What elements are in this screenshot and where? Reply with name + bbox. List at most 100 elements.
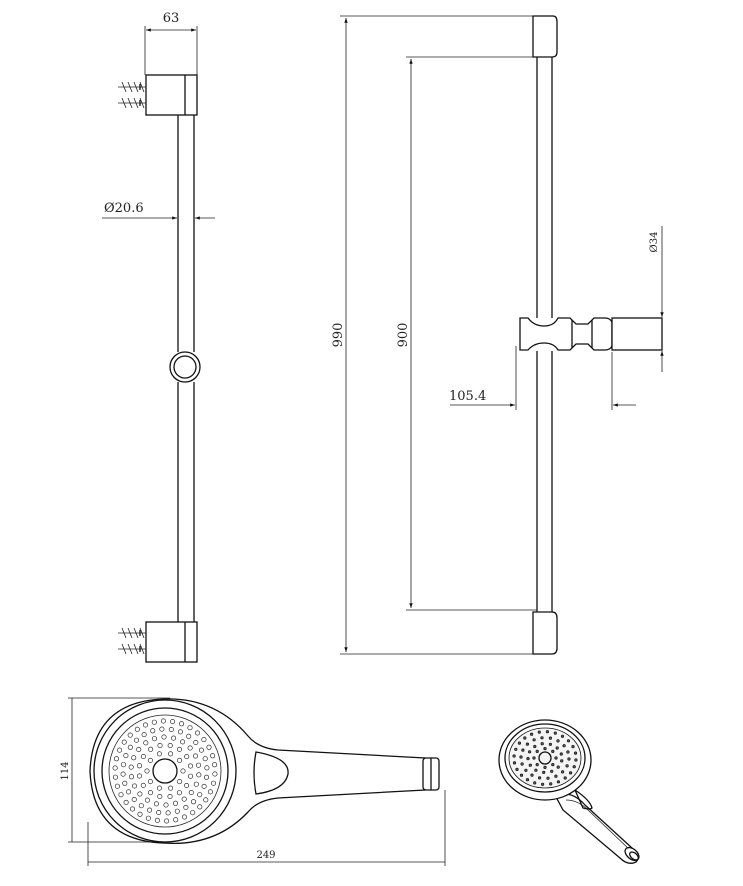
spray-nozzle (156, 785, 162, 791)
spray-nozzle (164, 818, 170, 824)
spray-nozzle (130, 806, 136, 812)
top-screw-2 (118, 97, 146, 109)
spray-nozzle (154, 817, 160, 823)
spray-nozzle (177, 779, 183, 785)
spray-nozzle (560, 759, 564, 763)
spray-nozzle (193, 781, 199, 787)
spray-nozzle (514, 747, 518, 751)
spray-nozzle (555, 746, 559, 750)
spray-nozzle (156, 751, 162, 757)
spray-nozzle (195, 730, 201, 736)
spray-nozzle (198, 747, 204, 753)
overall-length-label: 990 (331, 323, 346, 348)
spray-nozzle (141, 732, 147, 738)
spray-nozzle (201, 783, 207, 789)
spray-nozzle (173, 800, 179, 806)
spray-nozzle (128, 764, 134, 770)
spray-nozzle (560, 734, 565, 738)
spray-nozzle (529, 732, 534, 736)
spray-nozzle (148, 790, 154, 796)
spray-nozzle (168, 785, 174, 791)
spray-nozzle (144, 768, 150, 774)
spray-nozzle (127, 744, 133, 750)
spray-nozzle (203, 797, 209, 803)
inner-length-label: 900 (396, 323, 411, 348)
spray-nozzle (548, 742, 553, 746)
spray-nozzle (551, 749, 555, 754)
spray-nozzle (527, 750, 532, 754)
spray-nozzle (202, 756, 208, 762)
spray-nozzle (556, 780, 561, 784)
spray-nozzle (137, 811, 143, 817)
spray-nozzle (118, 792, 124, 798)
spray-nozzle (566, 750, 570, 754)
spray-nozzle (196, 762, 202, 768)
top-bracket (118, 74, 198, 116)
spray-nozzle (183, 804, 189, 810)
spray-nozzle (562, 744, 566, 748)
spray-nozzles-top-view (112, 718, 218, 824)
spray-nozzle (163, 802, 169, 808)
spray-nozzle (179, 721, 185, 727)
spray-nozzle (520, 762, 524, 766)
dimension-overall-length: 990 (331, 15, 535, 655)
spray-nozzle (521, 748, 525, 752)
spray-nozzle (549, 782, 553, 786)
spray-nozzle (551, 762, 555, 767)
spray-nozzle (131, 755, 137, 761)
spray-nozzle (143, 722, 149, 728)
spray-nozzle (535, 749, 539, 754)
spray-nozzle (554, 756, 558, 760)
spray-nozzle (537, 776, 542, 780)
spray-nozzle (190, 810, 196, 816)
spray-nozzle (160, 718, 166, 724)
spray-nozzle (167, 793, 173, 799)
spray-nozzle (143, 740, 149, 746)
spray-nozzles-perspective (512, 730, 578, 786)
spray-nozzle (120, 771, 126, 777)
spray-nozzle (168, 751, 174, 757)
spray-nozzle (114, 756, 120, 762)
spray-nozzle (186, 733, 192, 739)
spray-nozzle (567, 757, 571, 761)
spray-nozzle (182, 814, 188, 820)
spray-nozzle (563, 776, 567, 780)
spray-nozzle (187, 745, 193, 751)
spray-nozzle (545, 730, 550, 734)
spray-nozzle (174, 808, 180, 814)
spray-nozzle (573, 751, 578, 755)
spray-nozzle (148, 746, 154, 752)
spray-nozzle (574, 758, 578, 762)
spray-nozzle (546, 776, 550, 780)
spray-nozzle (184, 754, 190, 760)
spray-nozzle (140, 782, 146, 788)
hand-shower-perspective-view (498, 719, 640, 864)
spray-nozzle (147, 807, 153, 813)
spray-nozzle (212, 762, 218, 768)
spray-nozzle (131, 796, 137, 802)
spray-nozzle (512, 761, 517, 765)
spray-nozzle (167, 742, 173, 748)
spray-nozzle (512, 754, 516, 758)
spray-nozzle (523, 736, 527, 740)
spray-nozzle (204, 765, 210, 771)
spray-nozzle (129, 774, 135, 780)
spray-nozzle (170, 719, 176, 725)
spray-nozzle (525, 778, 530, 782)
rail-tube-front (536, 57, 553, 612)
spray-nozzle (152, 736, 158, 742)
spray-nozzle (117, 747, 123, 753)
spray-nozzle (526, 756, 530, 761)
dimension-bracket-width: 63 (144, 11, 198, 75)
spray-nozzle (147, 779, 153, 785)
spray-nozzle (112, 765, 118, 771)
rail-side-view: 63 (102, 11, 215, 663)
spray-nozzle (533, 781, 537, 785)
spray-nozzle (572, 765, 576, 769)
spray-nozzle (161, 734, 167, 740)
spray-nozzle (556, 739, 560, 743)
spray-nozzle (123, 753, 129, 759)
spray-nozzle (519, 773, 524, 777)
spray-nozzle (123, 799, 129, 805)
spray-nozzle (177, 729, 183, 735)
